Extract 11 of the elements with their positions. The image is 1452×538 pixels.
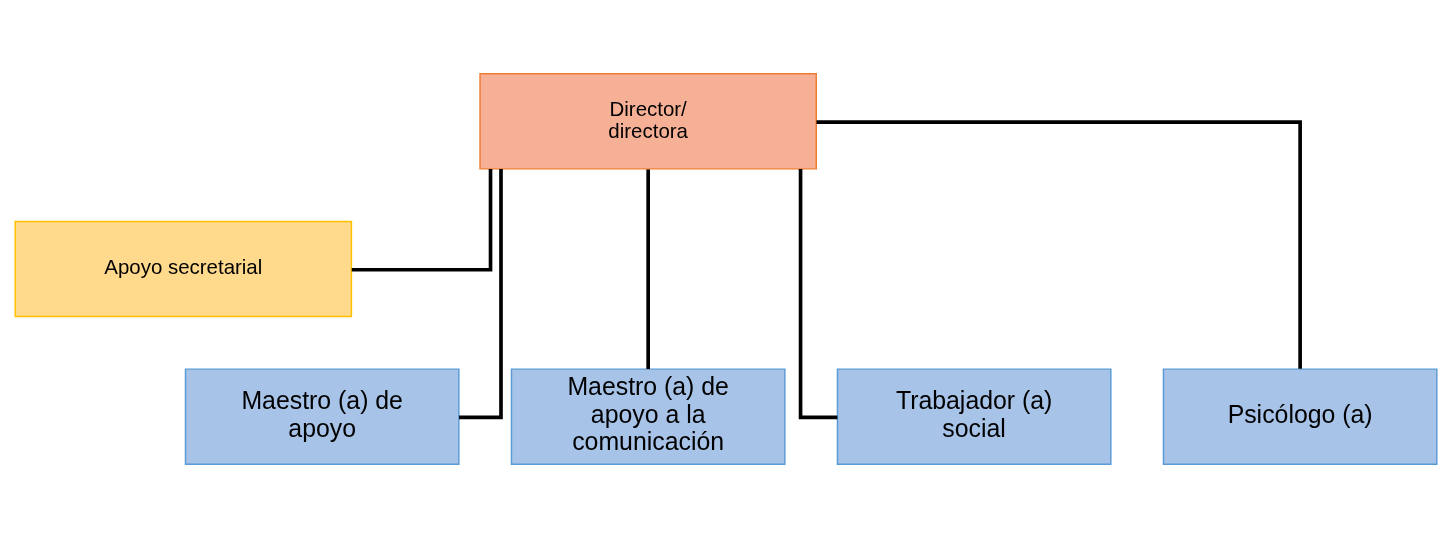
connector [459, 168, 503, 420]
node-box: Trabajador (a) social [836, 368, 1112, 465]
connector [816, 120, 1302, 369]
node-box: Apoyo secretarial [14, 220, 353, 318]
node-box: Maestro (a) de apoyo [184, 368, 460, 465]
connector [351, 169, 493, 272]
connector [646, 169, 650, 370]
connector [798, 168, 838, 420]
node-box: Maestro (a) de apoyo a la comunicación [510, 368, 786, 465]
node-box: Psicólogo (a) [1162, 368, 1438, 465]
node-box: Director/ directora [479, 73, 817, 170]
